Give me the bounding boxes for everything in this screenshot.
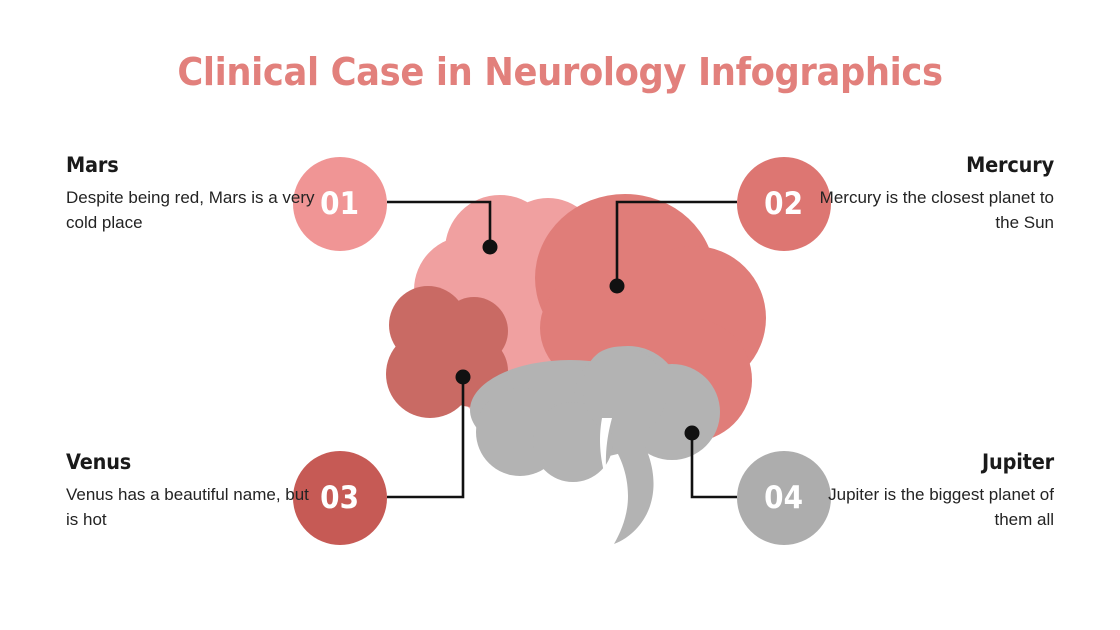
number-badge-02-label: 02: [764, 185, 804, 222]
number-badge-01[interactable]: 01: [293, 157, 387, 251]
info-block-mars-body: Despite being red, Mars is a very cold p…: [66, 188, 315, 232]
connector-line-03: [387, 369, 471, 499]
number-badge-04-label: 04: [764, 479, 804, 516]
page-title: Clinical Case in Neurology Infographics: [177, 50, 943, 94]
number-badge-04[interactable]: 04: [737, 451, 831, 545]
info-block-venus: Venus Venus has a beautiful name, but is…: [66, 450, 316, 532]
brain-outline-halo: [378, 186, 774, 490]
connector-dot-02: [609, 278, 625, 294]
info-block-mercury: Mercury Mercury is the closest planet to…: [804, 153, 1055, 235]
connector-line-04: [684, 425, 737, 499]
info-block-venus-body: Venus has a beautiful name, but is hot: [66, 485, 309, 529]
brain-region-frontal-pole: [386, 286, 508, 418]
number-badge-01-label: 01: [320, 185, 360, 222]
connector-dot-01: [482, 239, 498, 255]
info-block-mars-heading: Mars: [66, 153, 119, 177]
connector-dot-04: [684, 425, 700, 441]
info-block-mars: Mars Despite being red, Mars is a very c…: [66, 153, 316, 235]
connector-line-02: [609, 200, 737, 294]
connector-dot-03: [455, 369, 471, 385]
number-badge-02[interactable]: 02: [737, 157, 831, 251]
brain-region-frontal-lobe: [414, 195, 619, 434]
connector-line-01: [387, 200, 498, 255]
info-block-jupiter: Jupiter Jupiter is the biggest planet of…: [804, 450, 1054, 532]
number-badge-03[interactable]: 03: [293, 451, 387, 545]
brain-region-parietal-lobe: [535, 194, 766, 444]
info-block-venus-heading: Venus: [66, 450, 132, 474]
info-block-mercury-body: Mercury is the closest planet to the Sun: [819, 188, 1054, 232]
info-block-mercury-heading: Mercury: [966, 153, 1054, 177]
number-badge-03-label: 03: [320, 479, 360, 516]
brain-region-cerebellum: [470, 346, 720, 544]
info-block-jupiter-body: Jupiter is the biggest planet of them al…: [828, 485, 1054, 529]
info-block-jupiter-heading: Jupiter: [982, 450, 1054, 474]
